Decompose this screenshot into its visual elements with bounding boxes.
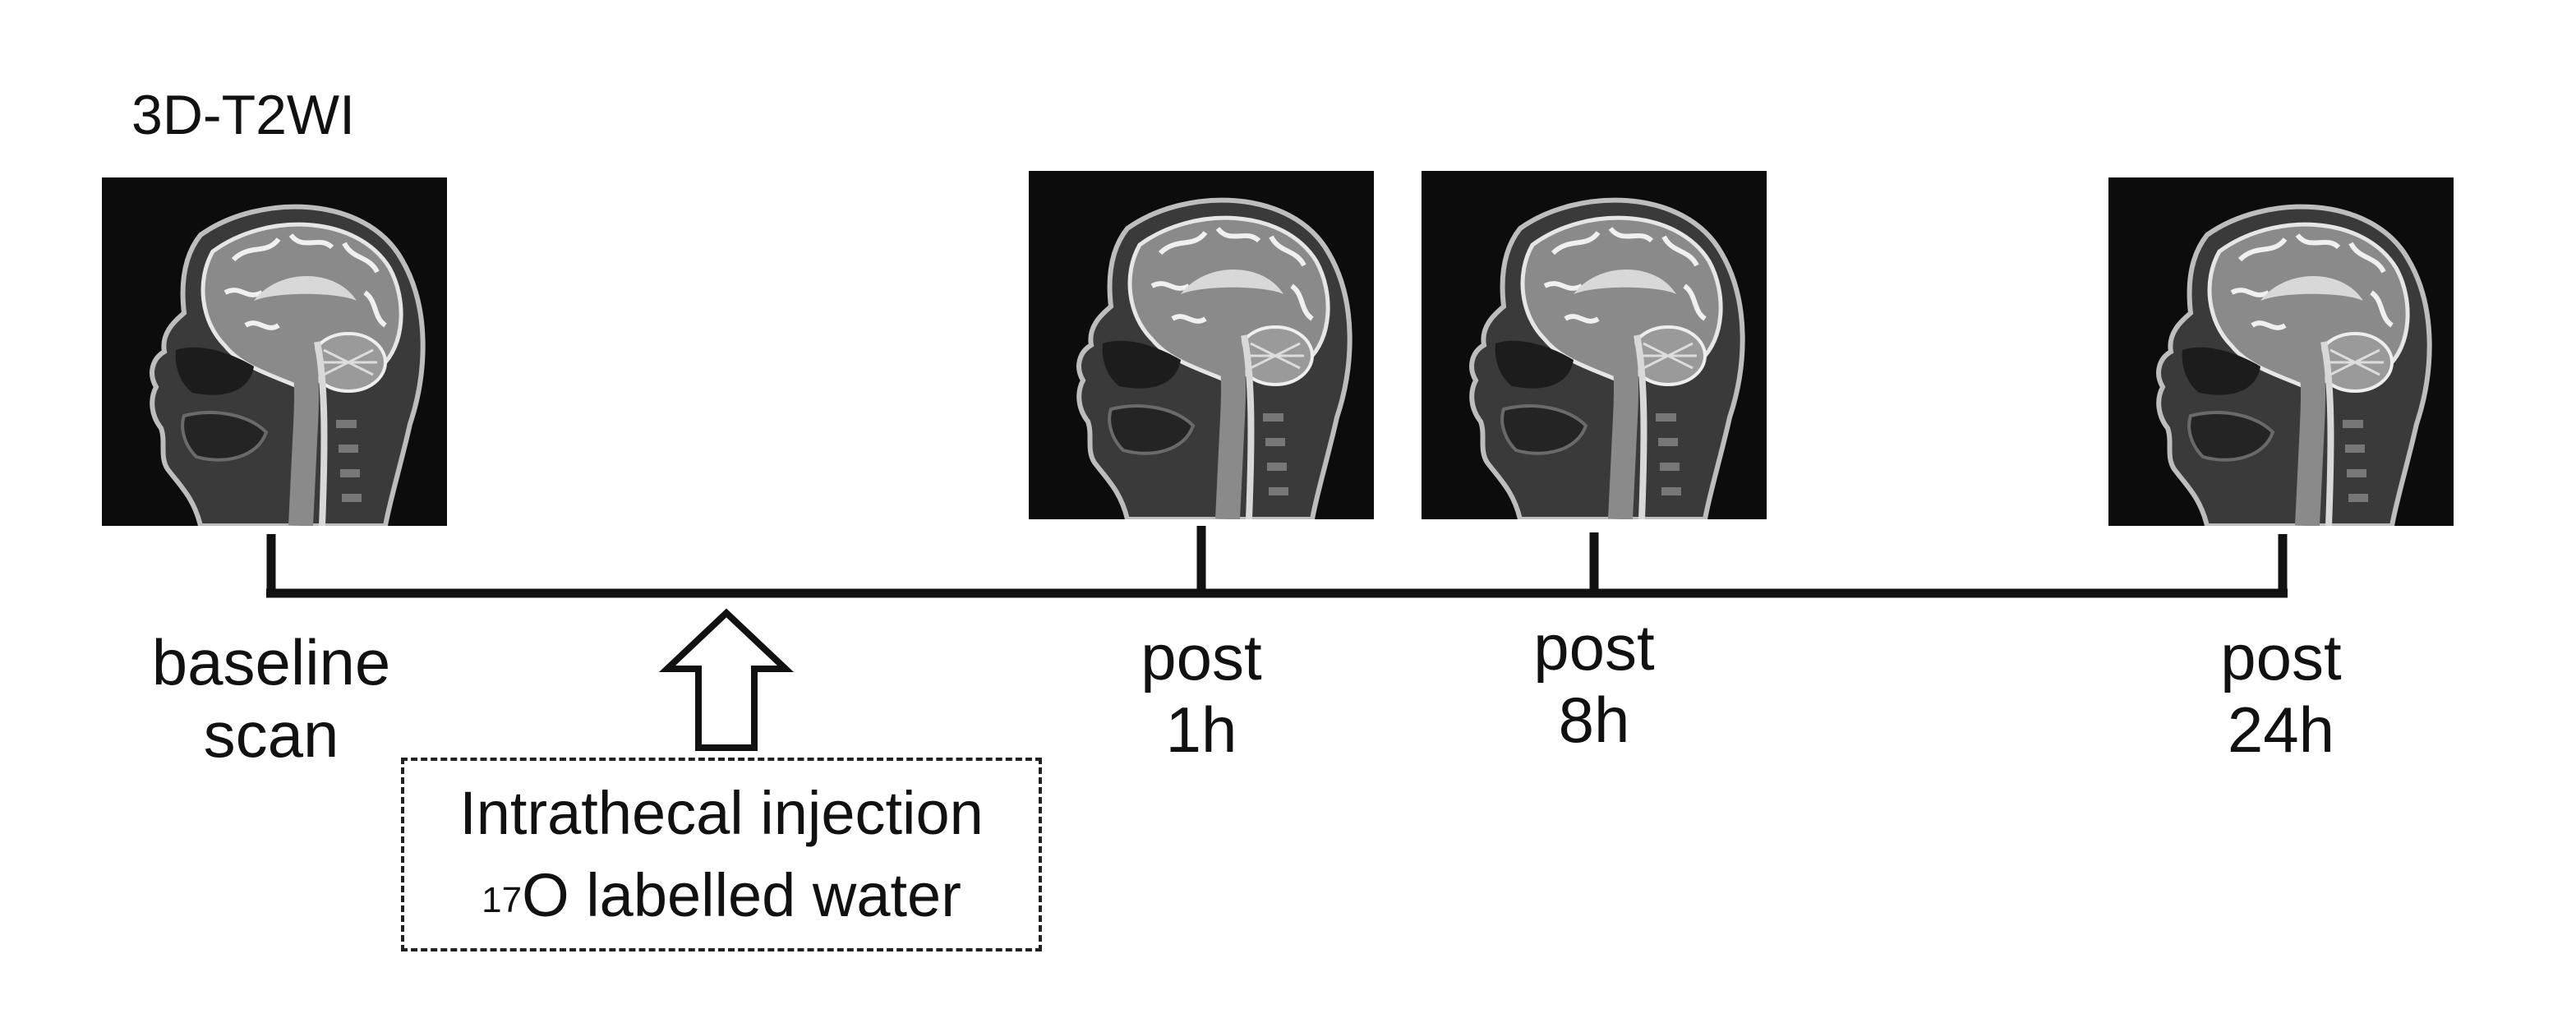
timepoint-label-line1: post [1141, 621, 1262, 693]
sagittal-brain-mri-icon [1029, 171, 1374, 519]
timepoint-label-line1: post [1533, 611, 1655, 684]
timepoint-label-post-1h: post 1h [1029, 621, 1374, 766]
mri-image-baseline [102, 177, 447, 526]
timepoint-label-baseline: baseline scan [99, 626, 444, 771]
injection-line1: Intrathecal injection [459, 779, 984, 847]
timepoint-label-post-24h: post 24h [2108, 621, 2454, 766]
injection-note-box: Intrathecal injection 17O labelled water [401, 758, 1042, 951]
timepoint-label-line1: post [2220, 621, 2342, 693]
sagittal-brain-mri-icon [1422, 171, 1767, 519]
timepoint-label-line2: 1h [1165, 693, 1237, 766]
sequence-label: 3D-T2WI [131, 84, 355, 146]
mri-image-post-1h [1029, 171, 1374, 519]
hollow-up-arrow-icon [658, 608, 795, 751]
sagittal-brain-mri-icon [102, 177, 447, 526]
isotope-mass-number: 17 [482, 880, 523, 920]
timepoint-label-line2: 24h [2227, 693, 2335, 766]
mri-image-post-24h [2108, 177, 2454, 526]
mri-image-post-8h [1422, 171, 1767, 519]
injection-line2-text: O labelled water [522, 861, 961, 929]
injection-line2: 17O labelled water [404, 855, 1039, 937]
timepoint-label-line2: 8h [1558, 684, 1630, 756]
sagittal-brain-mri-icon [2108, 177, 2454, 526]
timepoint-label-line2: scan [203, 698, 339, 771]
timepoint-label-line1: baseline [151, 626, 391, 698]
timepoint-label-post-8h: post 8h [1422, 611, 1767, 756]
